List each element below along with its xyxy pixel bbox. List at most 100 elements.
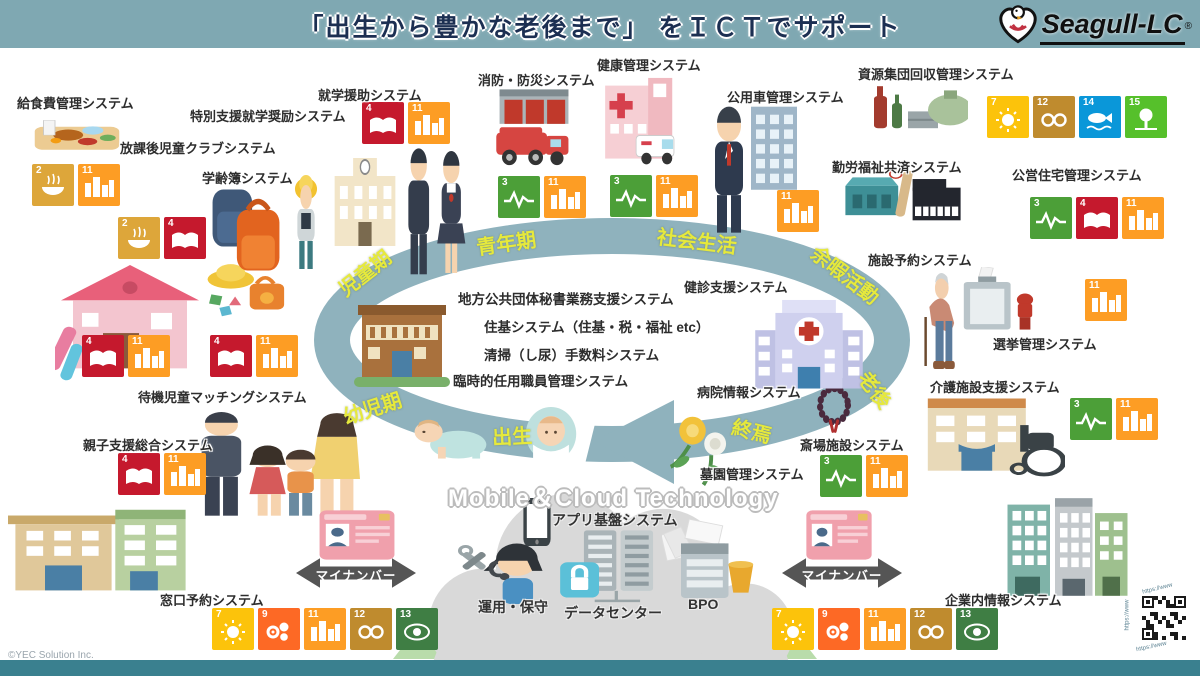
sdg-icon-13: 13 xyxy=(956,608,998,650)
sdg-icon-4: 4 xyxy=(1076,197,1118,239)
idcard-illustration xyxy=(318,507,396,563)
sdg-icon-12: 12 xyxy=(1033,96,1075,138)
sdg-icon-13: 13 xyxy=(396,608,438,650)
qr-code: https://www https://www https://www xyxy=(1125,582,1194,654)
townhall-illustration xyxy=(352,291,452,391)
sdg-icon-11: 11 xyxy=(866,455,908,497)
system-label: 窓口予約システム xyxy=(160,593,264,608)
leisure-illustration xyxy=(843,167,963,253)
sdg-icon-4: 4 xyxy=(164,217,206,259)
system-label: 消防・防災システム xyxy=(478,73,595,88)
sdg-icon-15: 15 xyxy=(1125,96,1167,138)
logo-wordmark: Seagull-LC xyxy=(1039,8,1185,45)
bottles-illustration xyxy=(868,82,968,152)
sdg-icon-2: 2 xyxy=(118,217,160,259)
system-label: 選挙管理システム xyxy=(993,337,1097,352)
sdg-icon-11: 11 xyxy=(544,176,586,218)
system-label: 企業内情報システム xyxy=(945,593,1062,608)
system-label: 健康管理システム xyxy=(597,58,701,73)
mynumber-arrow: マイナンバー xyxy=(296,550,416,596)
system-label: 学齢簿システム xyxy=(202,171,293,186)
system-label: 病院情報システム xyxy=(697,385,801,400)
printer-illustration xyxy=(662,517,757,605)
babyswaddle-illustration xyxy=(523,404,579,464)
sdg-icon-9: 9 xyxy=(258,608,300,650)
schoolkid-illustration xyxy=(282,174,330,274)
cloud-item-label: アプリ基盤システム xyxy=(552,512,678,528)
page-title: 「出生から豊かな老後まで」 をＩＣＴでサポート xyxy=(298,14,902,42)
lifecycle-stage-label: 出生 xyxy=(491,425,533,450)
sdg-icon-12: 12 xyxy=(350,608,392,650)
sdg-icon-4: 4 xyxy=(362,102,404,144)
footer-bar xyxy=(0,660,1200,676)
ballot-illustration xyxy=(953,267,1043,335)
servers-illustration xyxy=(558,527,666,611)
hospitaltop-illustration xyxy=(600,76,686,172)
sdg-icon-3: 3 xyxy=(1070,398,1112,440)
phone-illustration xyxy=(520,497,554,547)
system-label: 勤労福祉共済システム xyxy=(832,160,962,175)
seagull-lc-logo: Seagull-LC ® xyxy=(996,2,1192,51)
sdg-icon-11: 11 xyxy=(656,175,698,217)
system-label: 放課後児童クラブシステム xyxy=(120,141,276,156)
cloud-item-label: BPO xyxy=(688,596,719,612)
hatbag-illustration xyxy=(205,262,291,334)
carehome-illustration xyxy=(925,389,1065,484)
tray-illustration xyxy=(33,113,121,159)
cloud-item-label: データセンター xyxy=(564,605,662,621)
backpacks-illustration xyxy=(208,184,284,276)
sdg-icon-3: 3 xyxy=(498,176,540,218)
sdg-icon-3: 3 xyxy=(1030,197,1072,239)
seagull-heart-icon xyxy=(996,2,1040,51)
center-system-label: 臨時的任用職員管理システム xyxy=(453,374,629,389)
sdg-icon-11: 11 xyxy=(1116,398,1158,440)
sdg-icon-7: 7 xyxy=(772,608,814,650)
sdg-icon-2: 2 xyxy=(32,164,74,206)
logo-registered-mark: ® xyxy=(1184,21,1192,32)
sdg-icon-4: 4 xyxy=(210,335,252,377)
system-label: 公営住宅管理システム xyxy=(1012,168,1142,183)
sdg-icon-7: 7 xyxy=(987,96,1029,138)
sdg-icon-4: 4 xyxy=(118,453,160,495)
system-label: 特別支援就学奨励システム xyxy=(190,109,346,124)
babycrawl-illustration xyxy=(413,411,491,469)
sdg-icon-group: 11 xyxy=(1085,279,1127,321)
lifecycle-arrowhead xyxy=(594,400,674,484)
system-label: 親子支援総合システム xyxy=(83,438,213,453)
center-system-label: 地方公共団体秘書業務支援システム xyxy=(458,292,674,307)
sdg-icon-14: 14 xyxy=(1079,96,1121,138)
sdg-icon-7: 7 xyxy=(212,608,254,650)
system-label: 待機児童マッチングシステム xyxy=(138,390,307,405)
system-label: 健診支援システム xyxy=(684,280,788,295)
sdg-icon-group: 11 xyxy=(777,190,819,232)
sdg-icon-11: 11 xyxy=(864,608,906,650)
sdg-icon-11: 11 xyxy=(256,335,298,377)
offices-illustration xyxy=(1005,494,1130,600)
qr-caption-bottom: https://www xyxy=(1135,640,1168,654)
mynumber-arrow: マイナンバー xyxy=(782,550,902,596)
sdg-icon-11: 11 xyxy=(777,190,819,232)
sdg-icon-11: 11 xyxy=(408,102,450,144)
system-label: 施設予約システム xyxy=(868,253,972,268)
system-label: 給食費管理システム xyxy=(17,96,134,111)
mynumber-label: マイナンバー xyxy=(315,569,397,583)
elderly-illustration xyxy=(912,271,974,371)
center-system-label: 住基システム（住基・税・福祉 etc） xyxy=(484,320,710,335)
system-label: 公用車管理システム xyxy=(727,90,844,105)
idcard-illustration xyxy=(805,507,873,563)
sdg-icon-11: 11 xyxy=(304,608,346,650)
